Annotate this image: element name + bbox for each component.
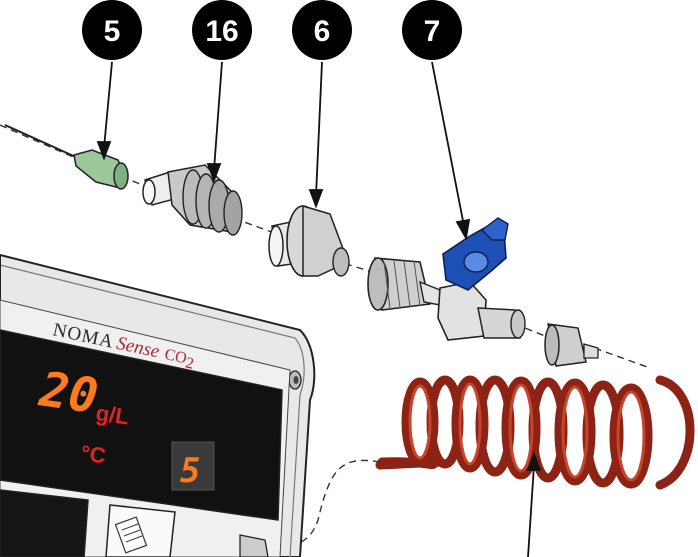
- needle: [4, 124, 79, 159]
- end-connector: [544, 323, 599, 367]
- callout-label-7: 7: [424, 15, 441, 48]
- callout-badge-7: [402, 0, 462, 60]
- callout-7: 7: [402, 0, 462, 60]
- callout-label-16: 16: [205, 15, 238, 48]
- callout-6: 6: [292, 0, 352, 60]
- luer-adapter: [142, 164, 243, 236]
- main-display-readout: 20: [35, 361, 101, 425]
- small-display-readout: 5: [180, 451, 200, 491]
- stopcock: [437, 217, 526, 341]
- callout-badge-5: [82, 0, 142, 60]
- noma-device: [0, 253, 316, 557]
- callout-label-6: 6: [314, 15, 331, 48]
- needle-hub: [73, 149, 129, 190]
- callout-badge-16: [192, 0, 252, 60]
- filter-connector: [268, 204, 350, 277]
- knurled-connector: [367, 257, 441, 311]
- callout-arrows: [96, 61, 542, 557]
- concentration-unit: g/L: [94, 400, 130, 429]
- callout-badge-6: [292, 0, 352, 60]
- callout-label-5: 5: [104, 15, 121, 48]
- callout-16: 16: [192, 0, 252, 60]
- temperature-unit: °C: [79, 440, 107, 468]
- tubing-route-line: [269, 459, 381, 549]
- callout-5: 5: [82, 0, 142, 60]
- tubing-highlight: [408, 382, 646, 482]
